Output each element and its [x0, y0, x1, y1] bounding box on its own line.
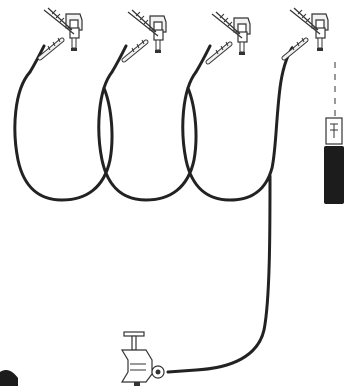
cable-loop-1: [13, 70, 114, 202]
corner-arc: [0, 370, 18, 386]
ground-clamp-icon: [120, 331, 165, 386]
phase-clamp-2: [127, 9, 167, 54]
phase-clamp-1: [43, 7, 83, 52]
sleeve-3: [208, 42, 230, 62]
sleeve-4: [284, 38, 306, 58]
phase-clamp-3: [211, 11, 251, 56]
cable-loop-3: [181, 70, 282, 202]
sleeve-2: [124, 40, 146, 60]
cable-loop-3-tail: [194, 44, 212, 74]
cable-to-ground: [166, 174, 272, 374]
cable-loops: [13, 44, 294, 374]
insulated-sleeve-icon: [324, 117, 344, 204]
phase-clamp-4: [289, 7, 329, 52]
cable-loop-2-tail: [110, 44, 128, 74]
cable-loop-2: [97, 70, 198, 202]
